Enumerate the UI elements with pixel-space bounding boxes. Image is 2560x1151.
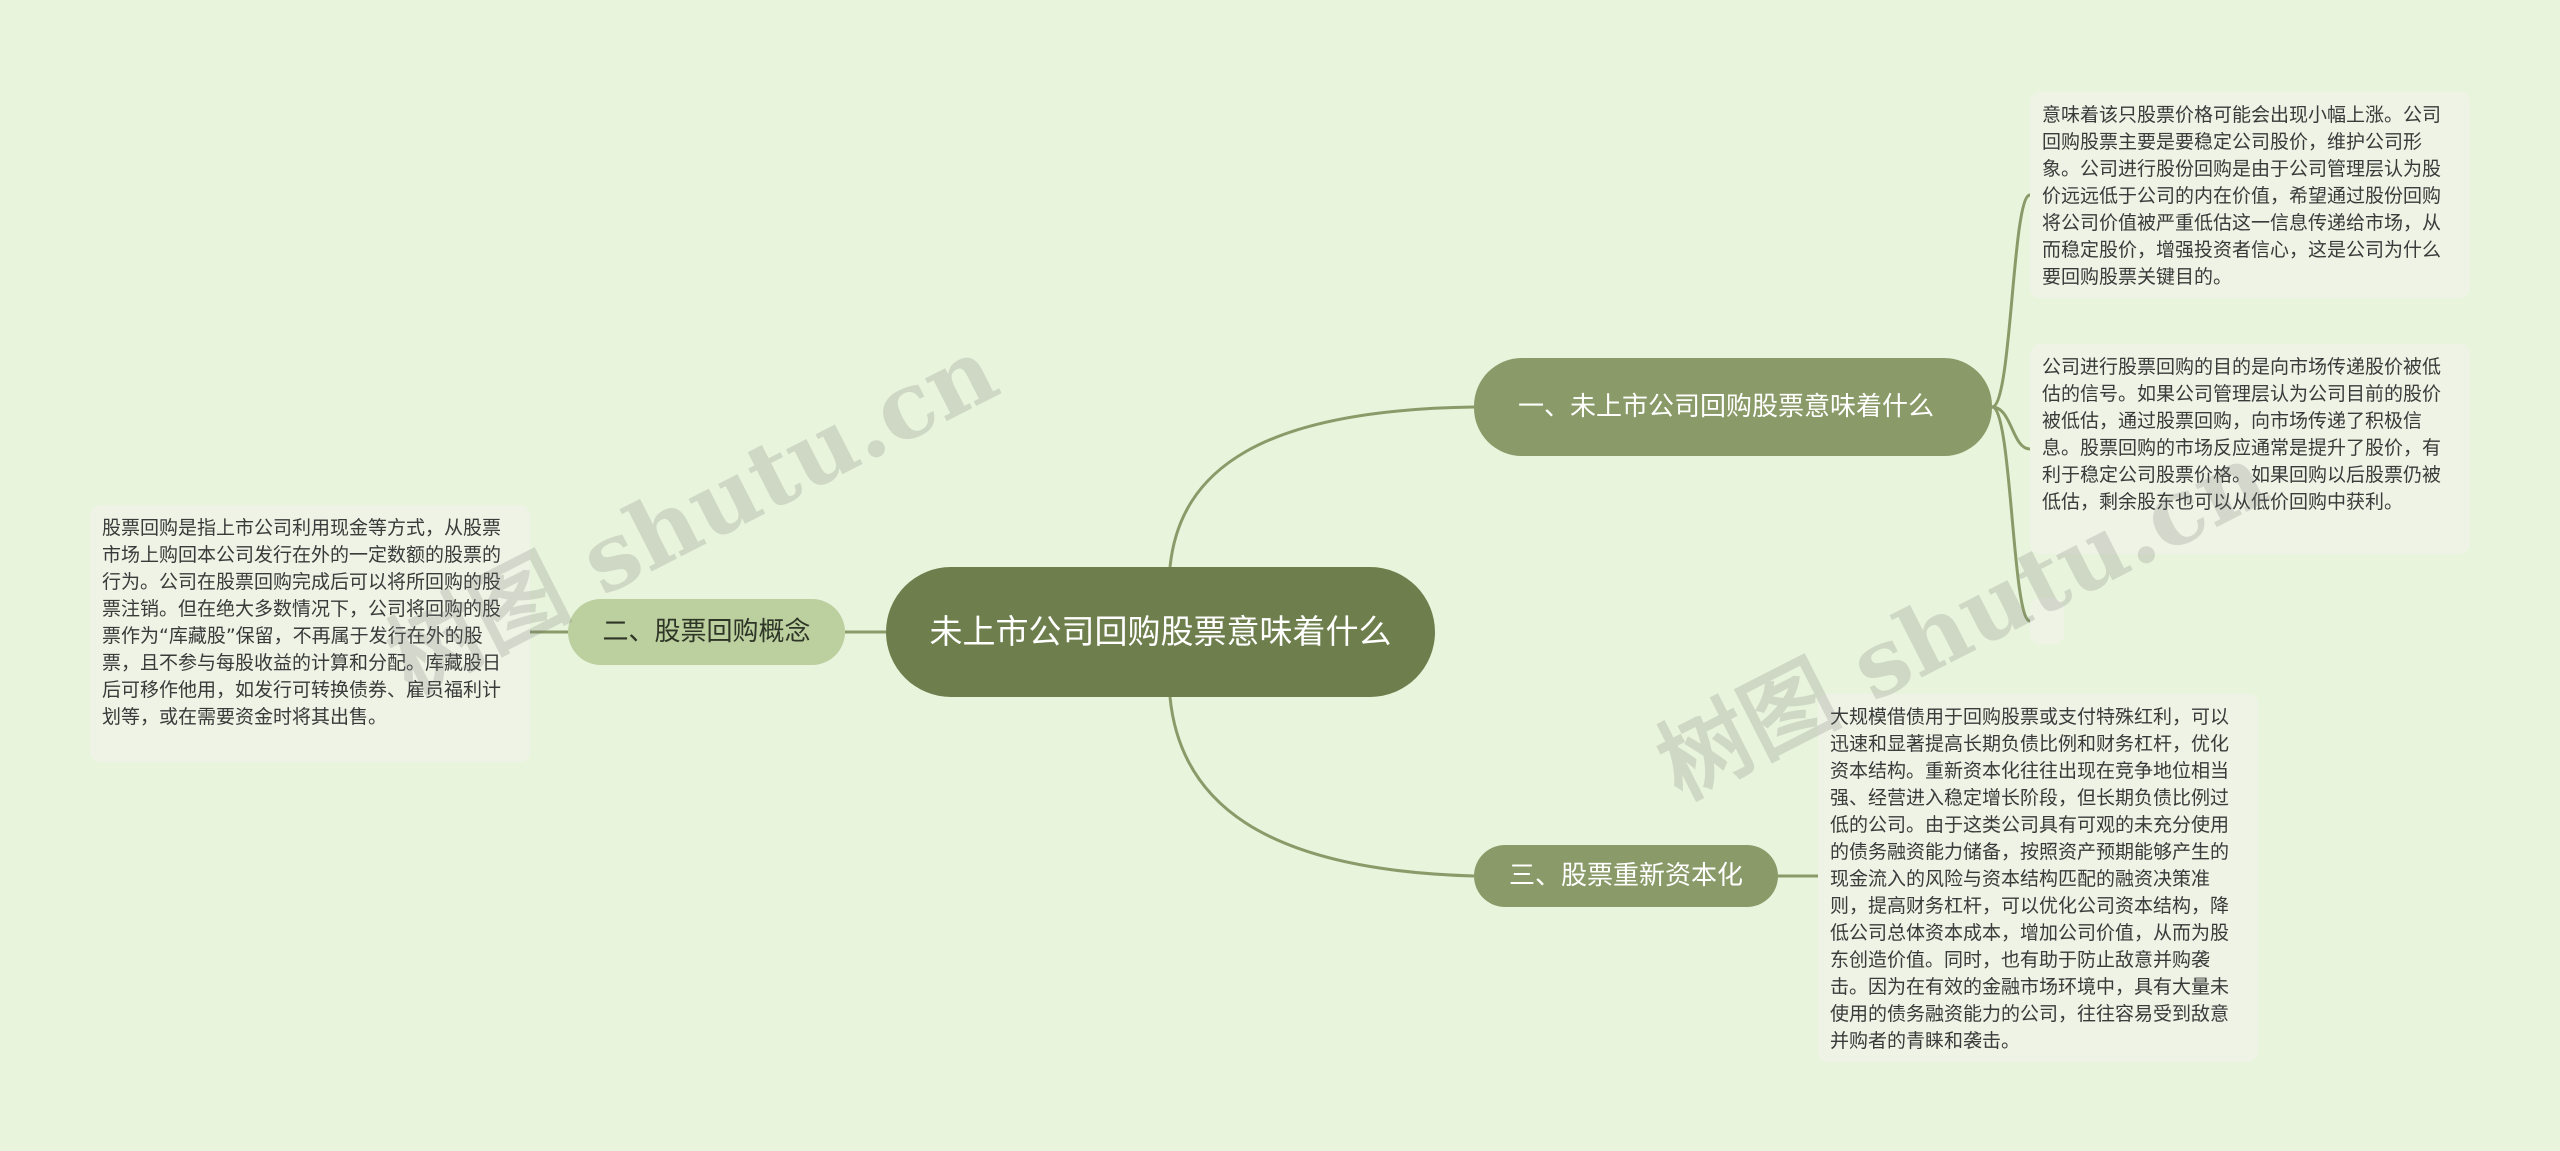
link-root-b1 <box>1168 405 1475 568</box>
branch-topic-1-label: 一、未上市公司回购股票意味着什么 <box>1518 392 1935 422</box>
leaf-topic-1-2-text: 公司进行股票回购的目的是向市场传递股价被低估的信号。如果公司管理层认为公司目前的… <box>2042 356 2442 513</box>
leaf-topic-2-1-text: 股票回购是指上市公司利用现金等方式，从股票市场上购回本公司发行在外的一定数额的股… <box>102 517 502 728</box>
root-topic[interactable]: 未上市公司回购股票意味着什么 <box>886 567 1435 697</box>
leaf-topic-1-1[interactable]: 意味着该只股票价格可能会出现小幅上涨。公司回购股票主要是要稳定公司股价，维护公司… <box>2030 92 2470 298</box>
leaf-topic-1-1-text: 意味着该只股票价格可能会出现小幅上涨。公司回购股票主要是要稳定公司股价，维护公司… <box>2042 104 2442 288</box>
branch-topic-2-label: 二、股票回购概念 <box>602 617 811 647</box>
root-topic-label: 未上市公司回购股票意味着什么 <box>929 612 1392 651</box>
leaf-topic-3-1-text: 大规模借债用于回购股票或支付特殊红利，可以迅速和显著提高长期负债比例和财务杠杆，… <box>1830 706 2230 1052</box>
branch-topic-3[interactable]: 三、股票重新资本化 <box>1474 845 1778 907</box>
link-b1-leaves <box>1991 193 2032 623</box>
leaf-topic-2-1[interactable]: 股票回购是指上市公司利用现金等方式，从股票市场上购回本公司发行在外的一定数额的股… <box>90 505 530 762</box>
leaf-topic-1-2[interactable]: 公司进行股票回购的目的是向市场传递股价被低估的信号。如果公司管理层认为公司目前的… <box>2030 344 2470 554</box>
leaf-topic-1-3-empty[interactable] <box>2030 598 2064 644</box>
link-root-b3 <box>1168 696 1475 878</box>
leaf-topic-3-1[interactable]: 大规模借债用于回购股票或支付特殊红利，可以迅速和显著提高长期负债比例和财务杠杆，… <box>1818 694 2258 1062</box>
branch-topic-3-label: 三、股票重新资本化 <box>1508 861 1743 891</box>
branch-topic-1[interactable]: 一、未上市公司回购股票意味着什么 <box>1474 358 1992 456</box>
branch-topic-2[interactable]: 二、股票回购概念 <box>568 599 845 665</box>
